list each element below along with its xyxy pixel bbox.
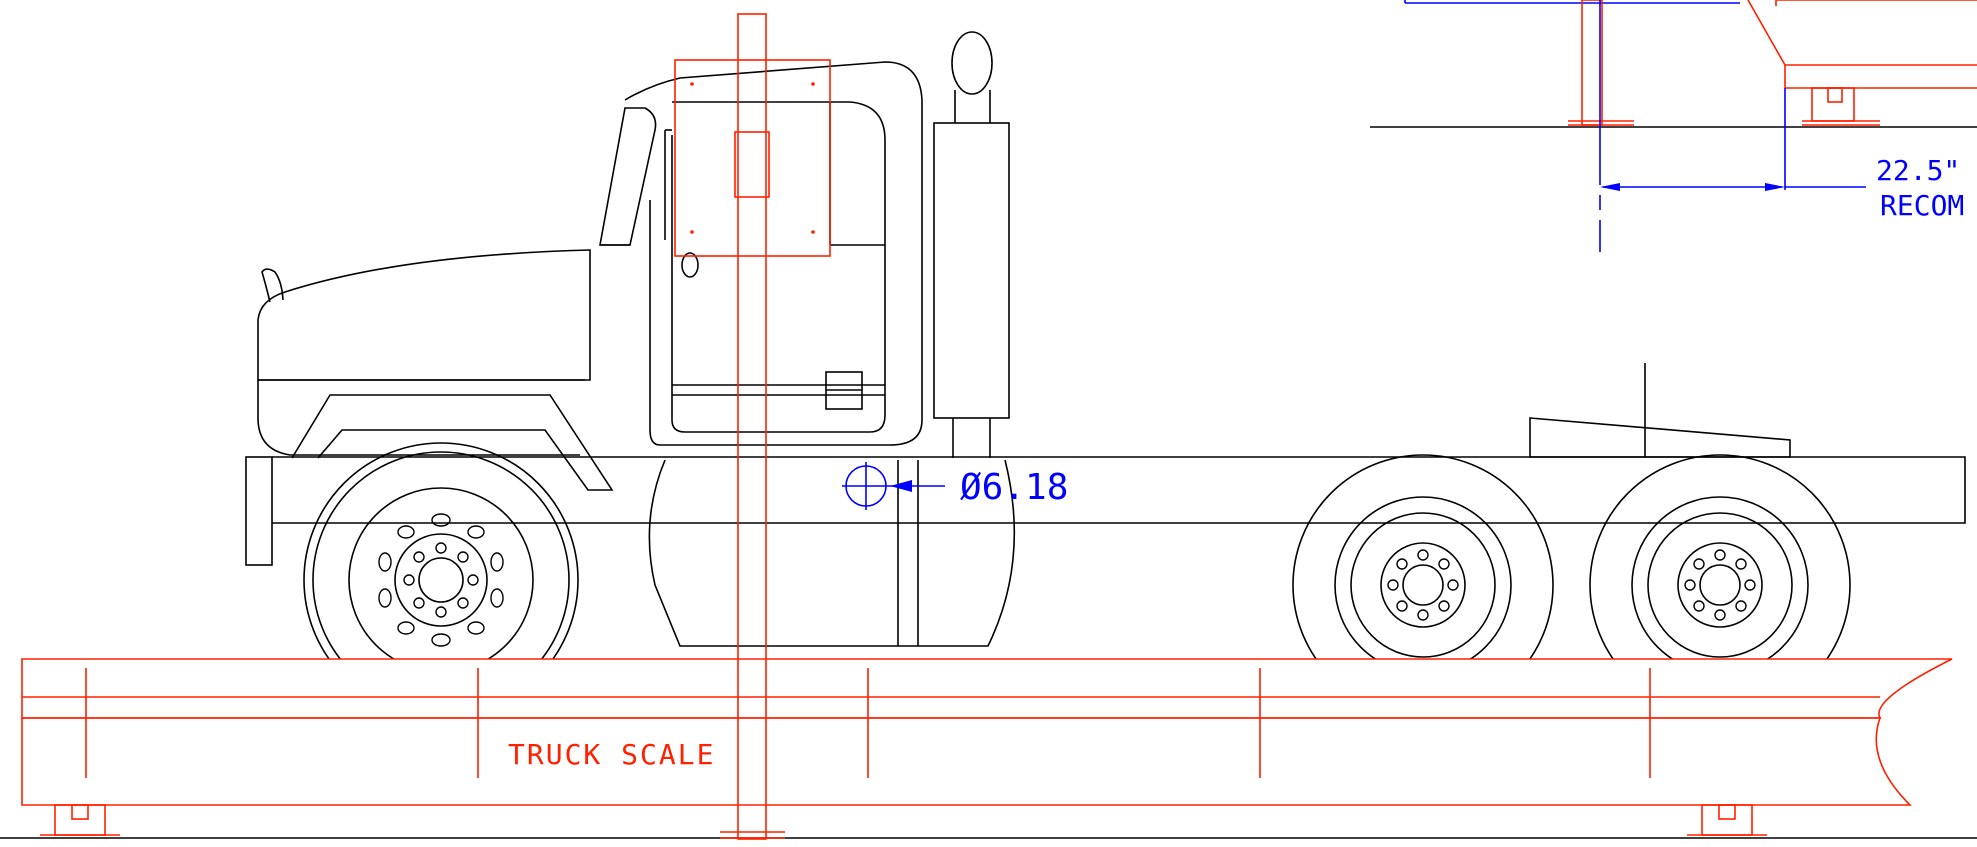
cab-door xyxy=(671,101,886,433)
diameter-callout: Ø6.18 xyxy=(842,462,1068,510)
truck-cab xyxy=(624,61,923,446)
truck-scale: TRUCK SCALE xyxy=(0,13,1977,840)
truck-scale-label: TRUCK SCALE xyxy=(508,738,715,771)
frame-rail xyxy=(272,456,1966,524)
dimension-arrow-right xyxy=(1765,183,1785,191)
detail-brace xyxy=(1747,0,1786,66)
hood-mirror xyxy=(261,268,284,303)
display-box xyxy=(674,59,831,257)
scale-post xyxy=(737,13,767,840)
detail-post xyxy=(1581,0,1603,126)
leader-arrow xyxy=(890,480,912,492)
truck xyxy=(245,31,1966,718)
dimension-arrow-left xyxy=(1600,183,1620,191)
spacing-note-text: RECOM xyxy=(1880,189,1964,222)
scale-foot-right xyxy=(1701,804,1753,836)
detail-view-elevation: 22.5" RECOM xyxy=(1370,0,1977,252)
front-fender xyxy=(291,394,614,491)
detail-foot xyxy=(1811,87,1855,122)
fifth-wheel xyxy=(1529,417,1791,458)
front-bumper xyxy=(245,456,273,566)
scale-foot-left xyxy=(54,804,106,836)
fuel-tank xyxy=(648,459,1016,647)
post-clamp xyxy=(734,131,770,198)
exhaust-tip xyxy=(951,31,993,95)
spacing-dimension-text: 22.5" xyxy=(1876,154,1960,187)
scale-deck-body xyxy=(21,717,1912,806)
truck-hood xyxy=(257,249,591,381)
diameter-text: Ø6.18 xyxy=(960,467,1068,508)
windshield xyxy=(599,107,657,246)
exhaust-stack xyxy=(933,122,1010,419)
door-mirror xyxy=(681,252,699,278)
